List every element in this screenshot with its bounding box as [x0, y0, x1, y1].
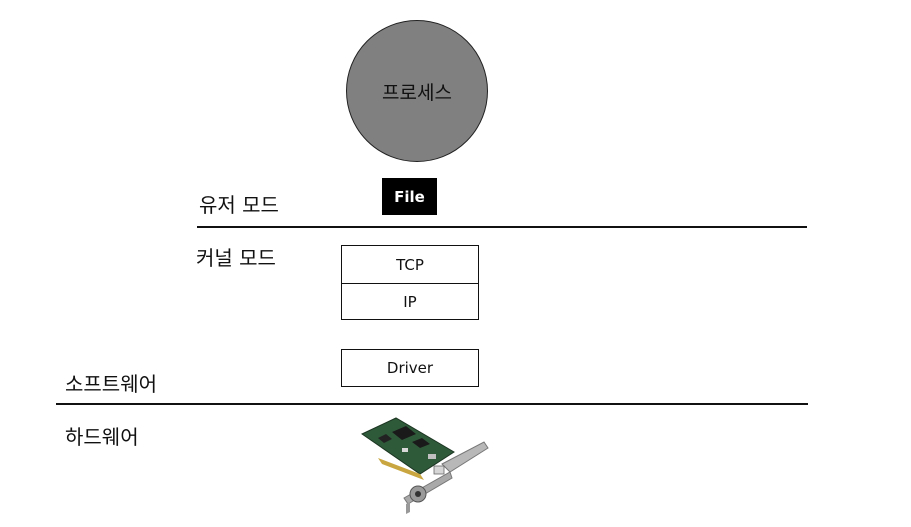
process-node: 프로세스: [346, 20, 488, 162]
software-label: 소프트웨어: [65, 372, 157, 396]
software-hardware-divider: [56, 403, 808, 405]
hardware-label: 하드웨어: [65, 425, 139, 449]
network-card-icon: [361, 417, 489, 514]
tcp-label: TCP: [396, 255, 424, 274]
file-node: File: [382, 178, 437, 215]
process-label: 프로세스: [382, 81, 452, 104]
ip-label: IP: [403, 292, 417, 311]
ip-box: IP: [341, 283, 479, 320]
user-mode-label: 유저 모드: [199, 193, 279, 217]
tcp-box: TCP: [341, 245, 479, 284]
file-label: File: [394, 187, 425, 206]
driver-label: Driver: [386, 359, 434, 377]
driver-box: Driver: [341, 349, 479, 387]
user-kernel-divider: [197, 226, 807, 228]
kernel-mode-label: 커널 모드: [196, 246, 276, 270]
